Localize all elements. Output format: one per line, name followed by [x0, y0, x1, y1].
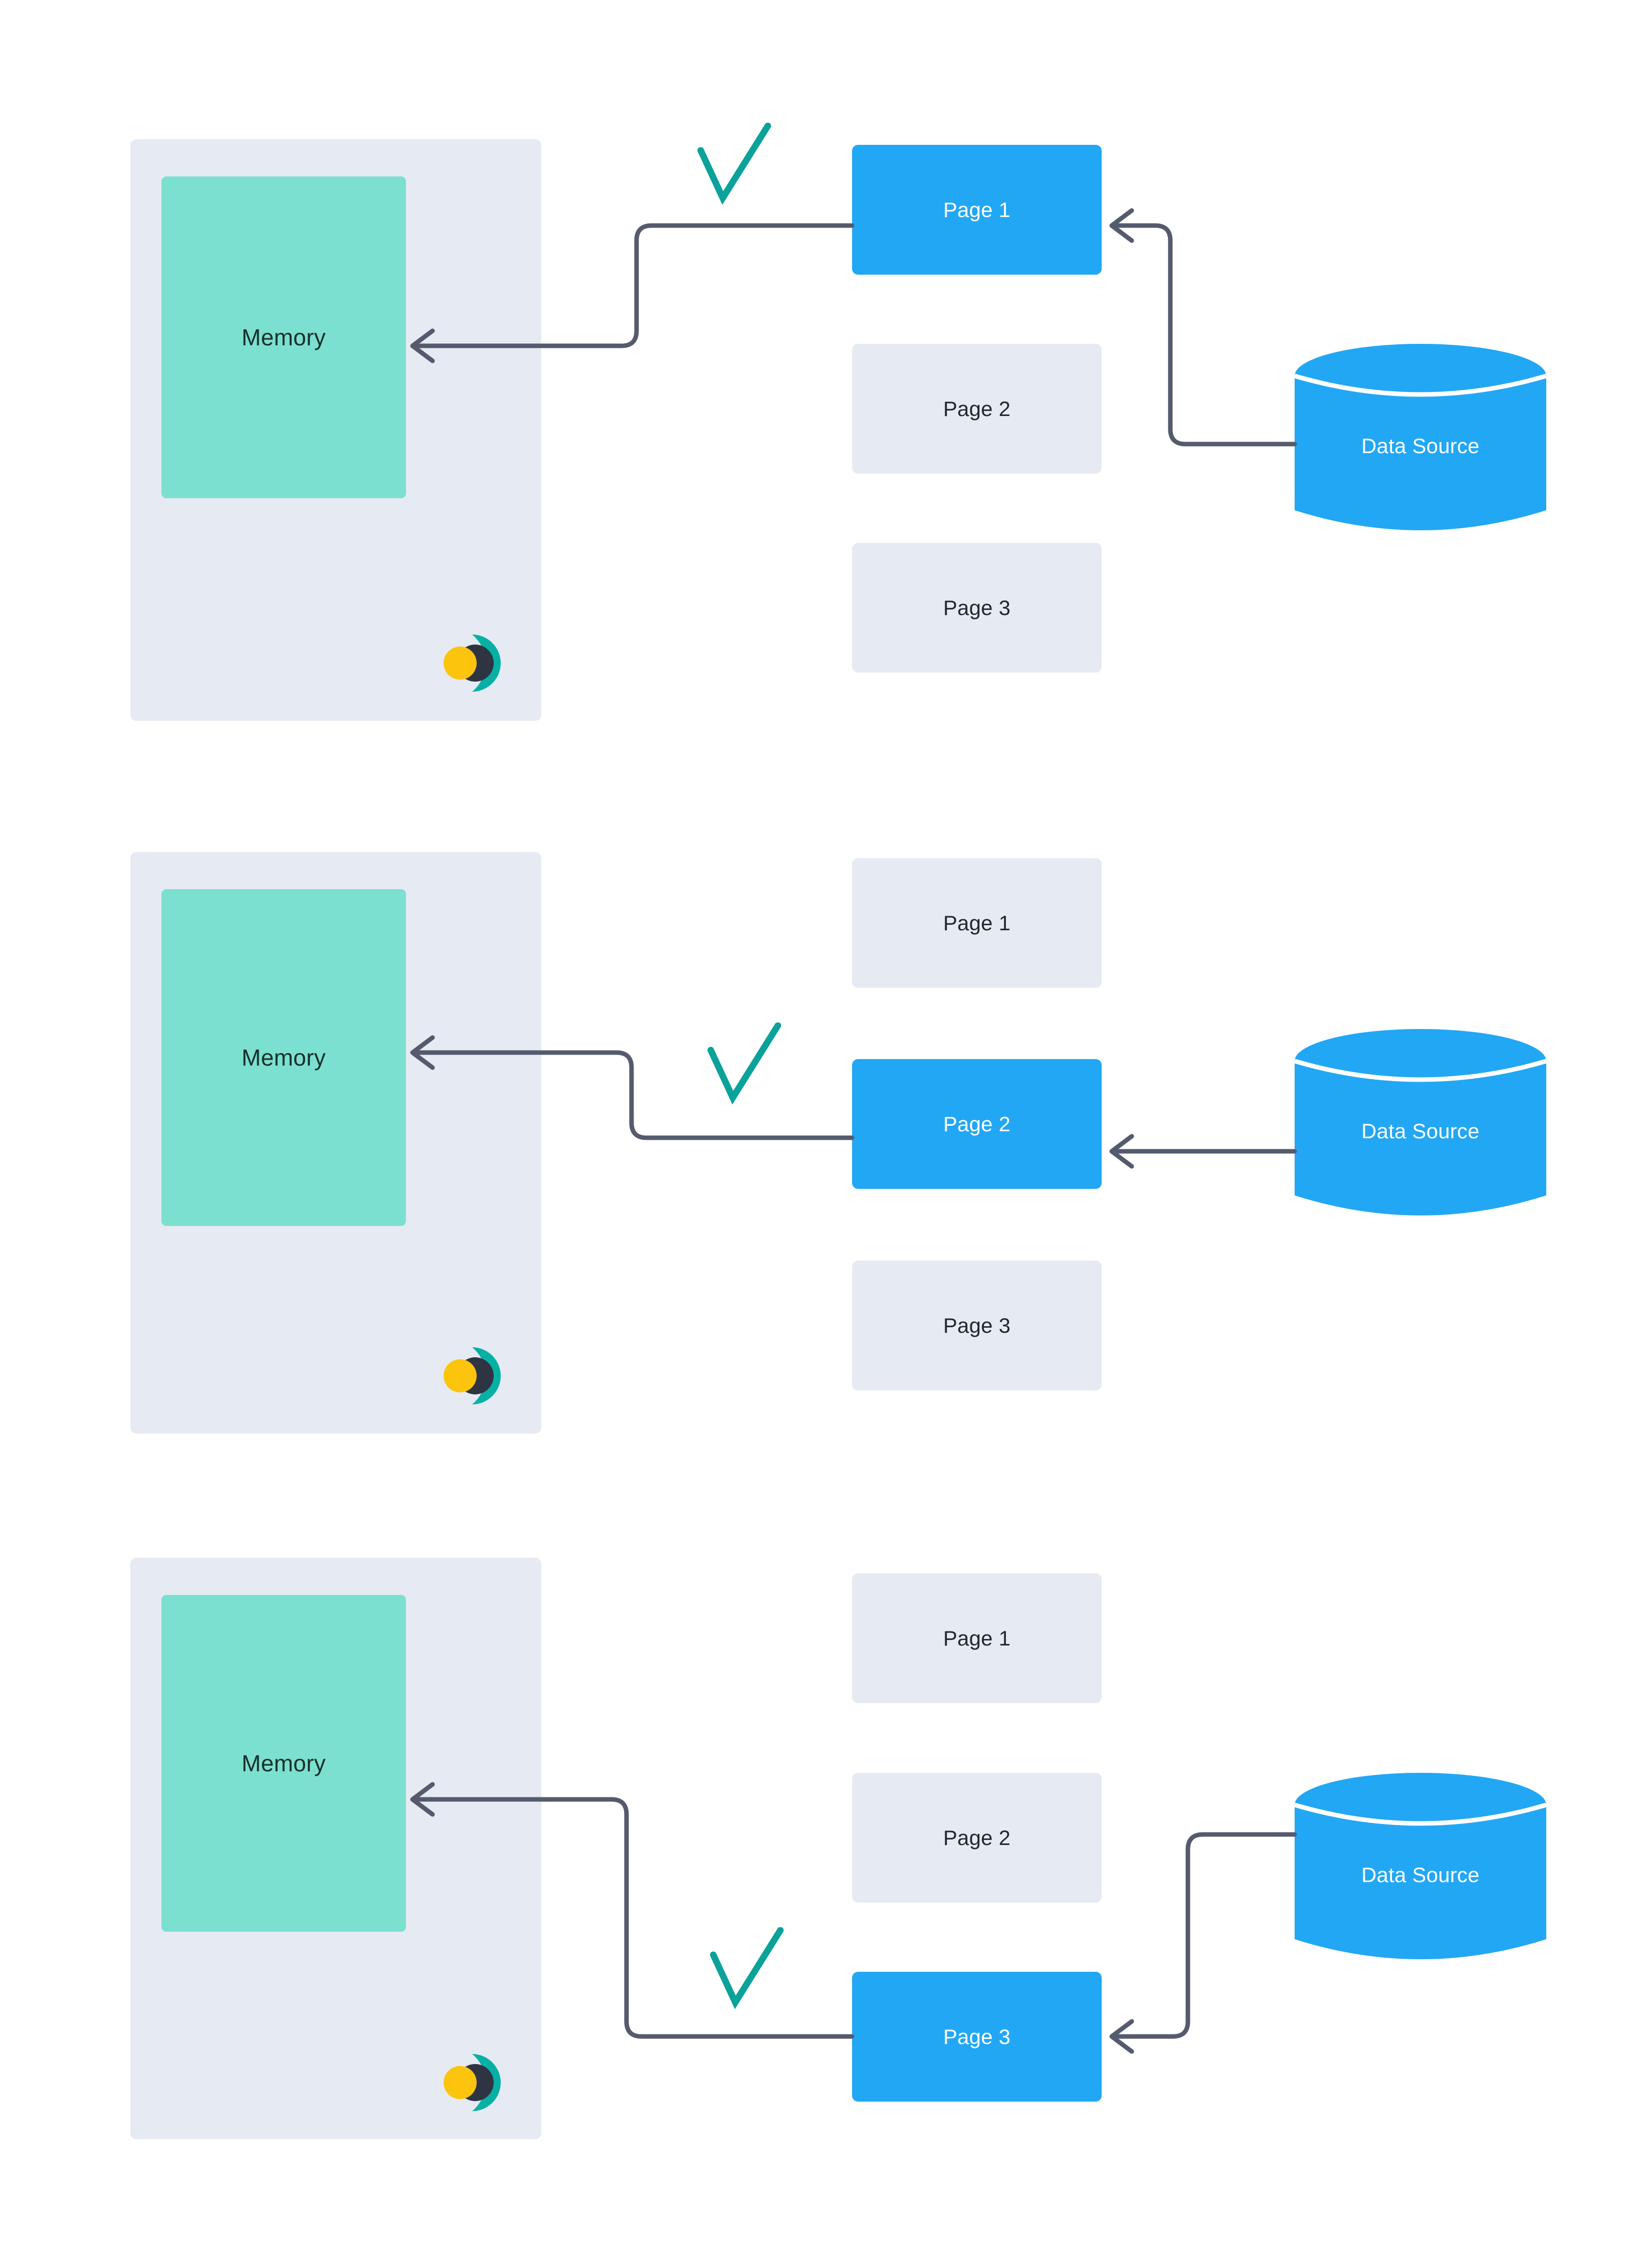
panel-3-page-1-box[interactable]: Page 1 — [852, 1573, 1102, 1703]
panel-1-page-2-box[interactable]: Page 2 — [852, 344, 1102, 474]
panel-3-page-3-box[interactable]: Page 3 — [852, 1972, 1102, 2102]
panel-2-memory-label: Memory — [242, 1045, 326, 1071]
panel-1-page-3-label: Page 3 — [943, 595, 1011, 620]
panel-1-memory-box: Memory — [161, 176, 406, 498]
panel-2-page-3-label: Page 3 — [943, 1313, 1011, 1337]
panel-1-data-source-cylinder[interactable] — [1295, 344, 1546, 544]
panel-3-page-3-label: Page 3 — [943, 2024, 1011, 2048]
panel-3-checkmark-icon — [710, 1927, 784, 2009]
panel-3-page-2-label: Page 2 — [943, 1825, 1011, 1849]
panel-1-brand-logo — [444, 635, 501, 692]
panel-1-page-3-box[interactable]: Page 3 — [852, 543, 1102, 673]
panel-2-data-source-label: Data Source — [1361, 1119, 1480, 1143]
panel-1-data-source-label: Data Source — [1361, 434, 1480, 458]
panel-1-page-1-box[interactable]: Page 1 — [852, 145, 1102, 275]
panel-3-page-2-box[interactable]: Page 2 — [852, 1773, 1102, 1903]
panel-1-memory-label: Memory — [242, 324, 326, 350]
panel-2-page-1-box[interactable]: Page 1 — [852, 858, 1102, 988]
panel-3-memory-label: Memory — [242, 1750, 326, 1776]
panel-2-brand-logo — [444, 1347, 501, 1404]
panel-1-checkmark-icon — [697, 123, 771, 205]
panel-1-page-1-label: Page 1 — [943, 197, 1011, 222]
panel-3-page-1-label: Page 1 — [943, 1626, 1011, 1650]
panel-3-brand-logo — [444, 2054, 501, 2111]
panel-2-page-2-box[interactable]: Page 2 — [852, 1059, 1102, 1189]
panel-2-page-3-box[interactable]: Page 3 — [852, 1261, 1102, 1390]
panel-2-data-source-cylinder[interactable] — [1295, 1029, 1546, 1229]
panel-1-page-2-label: Page 2 — [943, 396, 1011, 421]
panel-2-checkmark-icon — [707, 1022, 781, 1105]
panel-3-data-source-label: Data Source — [1361, 1863, 1480, 1887]
panel-3-memory-box: Memory — [161, 1595, 406, 1932]
panel-2-page-1-label: Page 1 — [943, 911, 1011, 935]
panel-3-data-source-cylinder[interactable] — [1295, 1773, 1546, 1973]
panel-2-page-2-label: Page 2 — [943, 1112, 1011, 1136]
panel-2-memory-box: Memory — [161, 889, 406, 1226]
